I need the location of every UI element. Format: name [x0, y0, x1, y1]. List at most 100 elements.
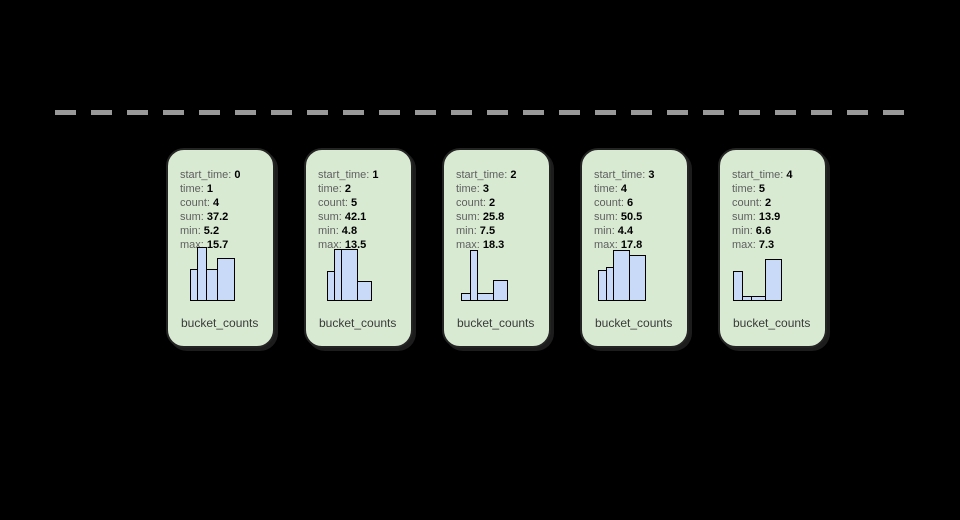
field-list: start_time:2 time:3 count:2 sum:25.8 min… [444, 150, 549, 252]
histogram-bar [493, 280, 508, 301]
field-label: count: [318, 197, 348, 209]
histogram-bar [629, 255, 646, 301]
histogram-bar [751, 296, 766, 301]
bucket-counts-caption: bucket_counts [733, 316, 811, 330]
field-label: min: [456, 225, 477, 237]
field-value: 3 [648, 169, 655, 181]
field-value: 5 [350, 197, 358, 209]
histogram-bar [470, 250, 478, 301]
field-label: min: [180, 225, 201, 237]
histogram-bar [613, 250, 630, 301]
metric-card-1: start_time:1 time:2 count:5 sum:42.1 min… [304, 148, 413, 348]
field-label: start_time: [594, 169, 646, 181]
field-list: start_time:4 time:5 count:2 sum:13.9 min… [720, 150, 825, 252]
field-min: min:4.4 [594, 224, 681, 238]
field-max: max:13.5 [318, 238, 405, 252]
field-max: max:17.8 [594, 238, 681, 252]
histogram-bar [217, 258, 235, 301]
field-label: min: [594, 225, 615, 237]
field-value: 2 [488, 197, 496, 209]
field-start-time: start_time:0 [180, 168, 267, 182]
field-label: time: [732, 183, 756, 195]
field-sum: sum:42.1 [318, 210, 405, 224]
metric-card-0: start_time:0 time:1 count:4 sum:37.2 min… [166, 148, 275, 348]
field-value: 4.8 [341, 225, 358, 237]
bucket-histogram [327, 249, 372, 301]
field-value: 50.5 [620, 211, 643, 223]
field-label: sum: [180, 211, 204, 223]
bucket-counts-caption: bucket_counts [319, 316, 397, 330]
field-min: min:4.8 [318, 224, 405, 238]
histogram-bar [341, 249, 358, 301]
field-value: 1 [206, 183, 213, 195]
field-value: 6 [626, 197, 634, 209]
field-label: time: [594, 183, 618, 195]
field-label: count: [594, 197, 624, 209]
field-value: 3 [482, 183, 489, 195]
field-max: max:18.3 [456, 238, 543, 252]
field-value: 2 [344, 183, 351, 195]
field-label: start_time: [180, 169, 232, 181]
field-time: time:5 [732, 182, 819, 196]
field-label: start_time: [732, 169, 784, 181]
field-sum: sum:50.5 [594, 210, 681, 224]
bucket-histogram [598, 250, 646, 301]
field-label: min: [318, 225, 339, 237]
field-value: 2 [764, 197, 772, 209]
bucket-counts-caption: bucket_counts [181, 316, 259, 330]
field-value: 18.3 [482, 239, 505, 251]
field-start-time: start_time:3 [594, 168, 681, 182]
field-count: count:2 [732, 196, 819, 210]
field-value: 7.5 [479, 225, 496, 237]
field-list: start_time:3 time:4 count:6 sum:50.5 min… [582, 150, 687, 252]
field-count: count:6 [594, 196, 681, 210]
field-label: max: [594, 239, 618, 251]
field-label: count: [456, 197, 486, 209]
field-value: 15.7 [206, 239, 229, 251]
field-label: count: [180, 197, 210, 209]
field-time: time:1 [180, 182, 267, 196]
field-start-time: start_time:1 [318, 168, 405, 182]
dashed-divider-line [55, 110, 913, 115]
field-min: min:5.2 [180, 224, 267, 238]
metric-card-4: start_time:4 time:5 count:2 sum:13.9 min… [718, 148, 827, 348]
bucket-counts-caption: bucket_counts [595, 316, 673, 330]
field-label: max: [318, 239, 342, 251]
field-start-time: start_time:2 [456, 168, 543, 182]
field-label: time: [180, 183, 204, 195]
field-value: 4.4 [617, 225, 634, 237]
field-label: max: [456, 239, 480, 251]
bucket-histogram [733, 259, 782, 301]
metric-cards-row: start_time:0 time:1 count:4 sum:37.2 min… [166, 148, 827, 348]
field-label: count: [732, 197, 762, 209]
histogram-bar [357, 281, 372, 301]
field-value: 13.9 [758, 211, 781, 223]
field-label: sum: [594, 211, 618, 223]
histogram-bar [733, 271, 743, 301]
field-label: sum: [456, 211, 480, 223]
field-count: count:4 [180, 196, 267, 210]
histogram-bar [765, 259, 782, 301]
field-start-time: start_time:4 [732, 168, 819, 182]
field-value: 4 [786, 169, 793, 181]
field-time: time:3 [456, 182, 543, 196]
bucket-counts-caption: bucket_counts [457, 316, 535, 330]
field-value: 4 [620, 183, 627, 195]
field-value: 4 [212, 197, 220, 209]
field-label: time: [456, 183, 480, 195]
field-count: count:5 [318, 196, 405, 210]
field-value: 17.8 [620, 239, 643, 251]
histogram-bar [477, 293, 494, 301]
field-list: start_time:0 time:1 count:4 sum:37.2 min… [168, 150, 273, 252]
metric-card-3: start_time:3 time:4 count:6 sum:50.5 min… [580, 148, 689, 348]
field-value: 13.5 [344, 239, 367, 251]
field-value: 37.2 [206, 211, 229, 223]
field-time: time:4 [594, 182, 681, 196]
field-label: time: [318, 183, 342, 195]
field-value: 7.3 [758, 239, 775, 251]
field-min: min:6.6 [732, 224, 819, 238]
field-value: 5.2 [203, 225, 220, 237]
field-label: sum: [732, 211, 756, 223]
field-value: 6.6 [755, 225, 772, 237]
field-time: time:2 [318, 182, 405, 196]
